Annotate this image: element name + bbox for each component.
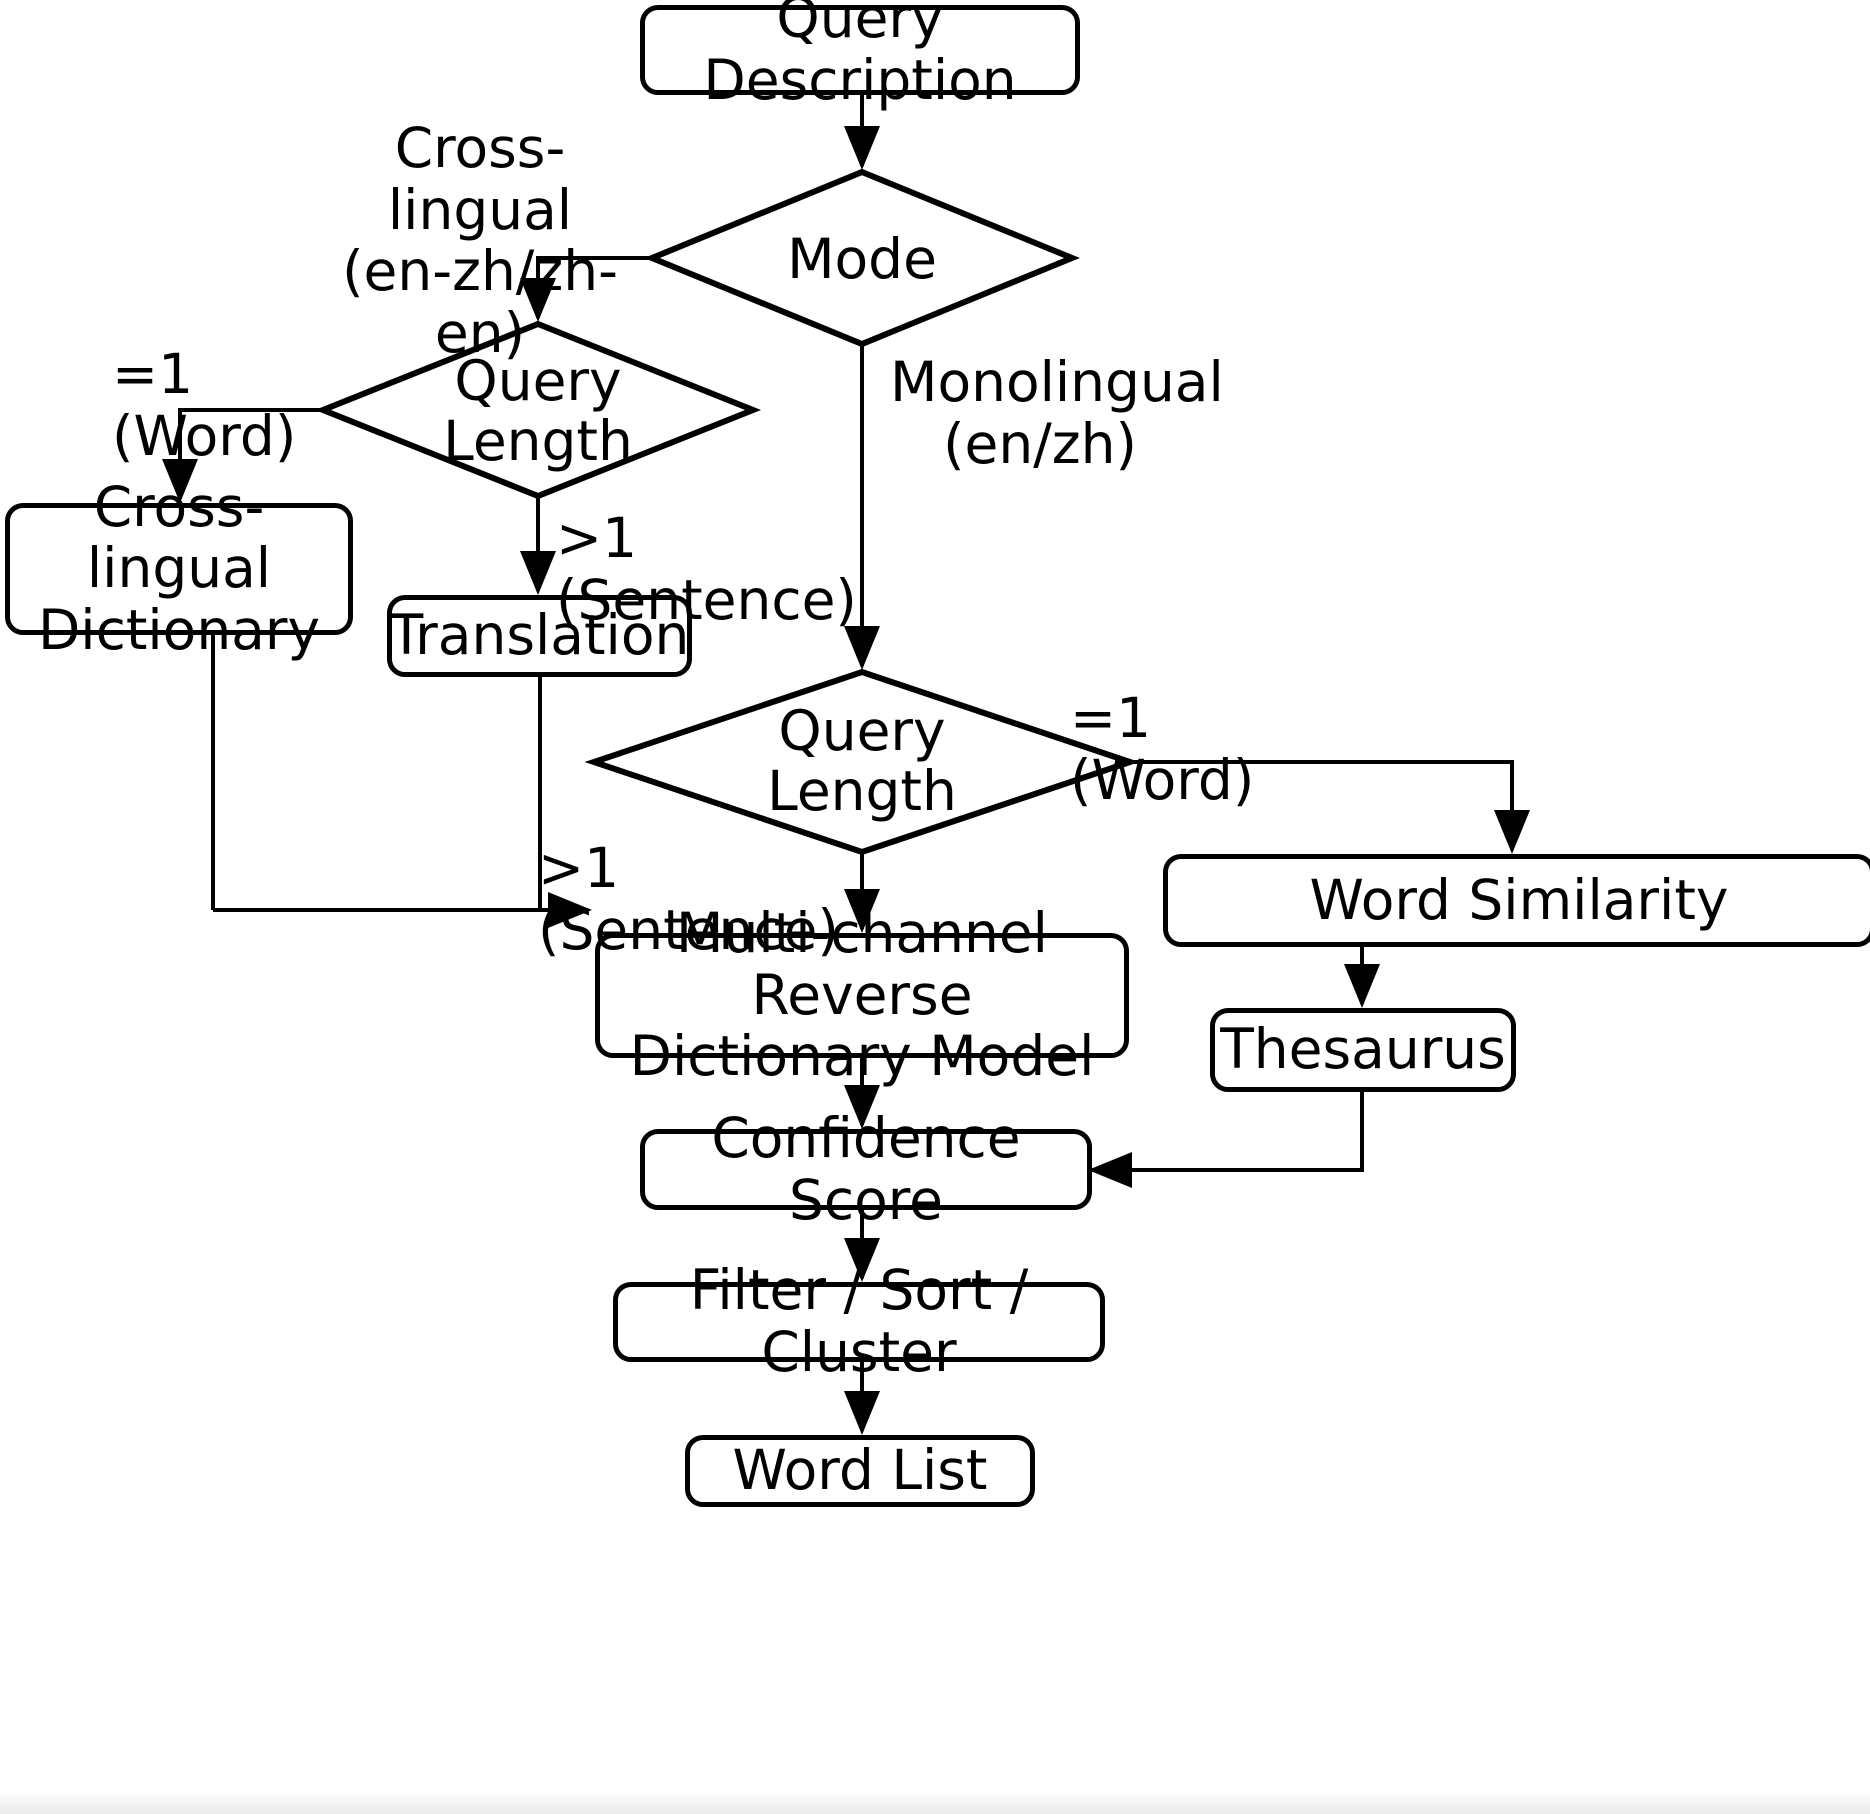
node-thesaurus[interactable]: Thesaurus <box>1210 1008 1516 1092</box>
node-translation-label: Translation <box>389 603 690 668</box>
node-query-length-1-text: Query Length <box>443 348 633 473</box>
node-word-similarity[interactable]: Word Similarity <box>1163 854 1870 947</box>
node-thesaurus-label: Thesaurus <box>1220 1017 1506 1082</box>
node-translation[interactable]: Translation <box>387 595 692 677</box>
node-cross-lingual-dictionary[interactable]: Cross-lingual Dictionary <box>5 476 353 661</box>
edge-label-monolingual: Monolingual (en/zh) <box>890 350 1224 476</box>
node-confidence-score[interactable]: Confidence Score <box>640 1107 1092 1230</box>
edge-label-word-left: =1 (Word) <box>112 342 297 468</box>
node-mode-label[interactable]: Mode <box>712 228 1012 290</box>
node-filter-sort-cluster[interactable]: Filter / Sort / Cluster <box>613 1260 1105 1383</box>
node-word-list[interactable]: Word List <box>685 1435 1035 1507</box>
node-multi-channel-model[interactable]: Multi-channel Reverse Dictionary Model <box>595 902 1129 1087</box>
node-query-length-2-text: Query Length <box>767 698 957 823</box>
edge-label-word-right: =1 (Word) <box>1070 686 1255 812</box>
node-query-description-label: Query Description <box>703 0 1017 112</box>
node-query-length-2-label[interactable]: Query Length <box>722 698 1002 824</box>
node-cross-lingual-dictionary-label: Cross-lingual Dictionary <box>37 474 321 662</box>
edge-label-sentence-left: >1 (Sentence) <box>556 506 857 632</box>
node-confidence-score-label: Confidence Score <box>711 1105 1021 1232</box>
node-query-description[interactable]: Query Description <box>640 0 1080 111</box>
node-multi-channel-model-label: Multi-channel Reverse Dictionary Model <box>629 901 1095 1089</box>
edge-thesaurus-to-confidence-score <box>1088 1092 1364 1188</box>
node-mode-text: Mode <box>787 226 937 291</box>
edge-label-sentence-bottom: >1 (Sentence) <box>538 836 839 962</box>
bottom-edge-strip <box>0 1792 1870 1814</box>
node-word-similarity-label: Word Similarity <box>1309 867 1729 932</box>
edge-label-cross-lingual: Cross-lingual (en-zh/zh-en) <box>342 116 618 365</box>
node-filter-sort-cluster-label: Filter / Sort / Cluster <box>689 1258 1029 1384</box>
node-word-list-label: Word List <box>732 1438 988 1503</box>
node-query-length-1-label[interactable]: Query Length <box>398 348 678 474</box>
